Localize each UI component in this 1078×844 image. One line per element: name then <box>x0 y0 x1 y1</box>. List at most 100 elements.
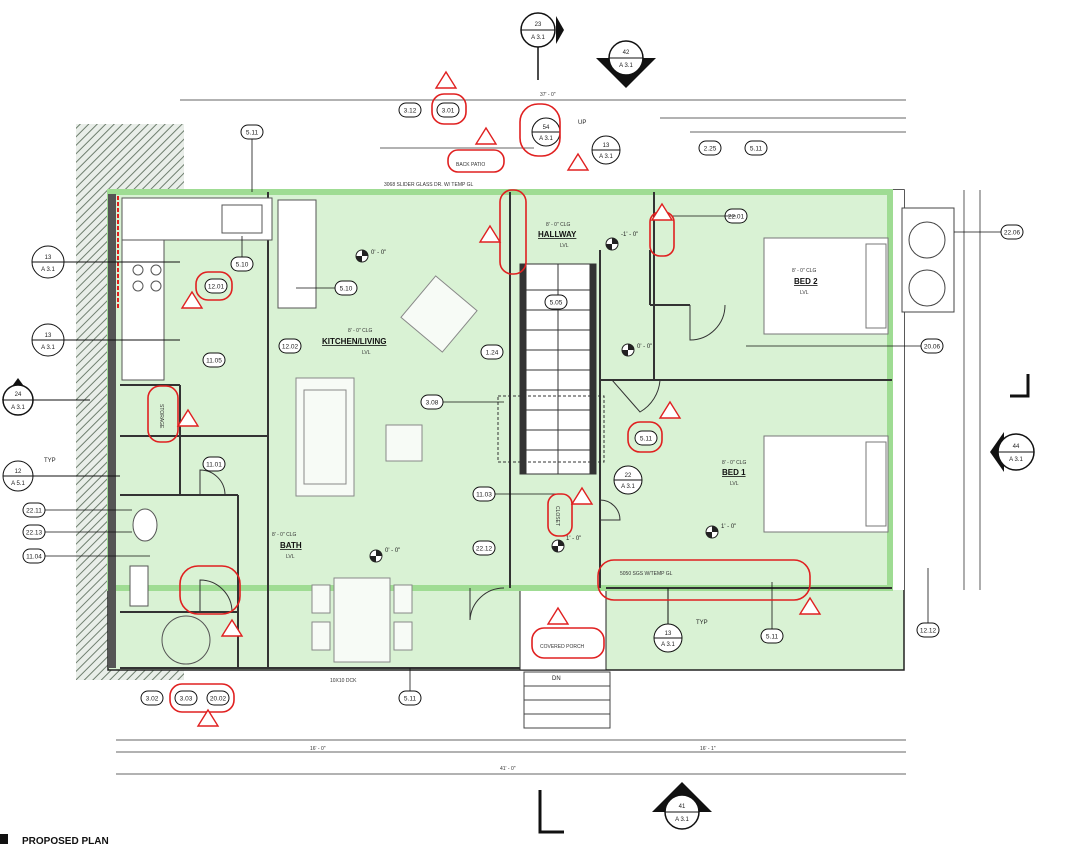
svg-text:3.08: 3.08 <box>426 400 439 407</box>
svg-text:5.11: 5.11 <box>766 634 779 641</box>
detail-bubble-54: 54 A 3.1 <box>531 117 561 147</box>
drawing-title: PROPOSED PLAN <box>0 834 109 844</box>
svg-text:5.10: 5.10 <box>236 262 249 269</box>
washer-dryer <box>901 207 955 313</box>
covered-porch-label: COVERED PORCH <box>540 644 585 650</box>
keynote-tag: 3.03 <box>174 690 198 706</box>
kitchen-counters <box>121 197 317 381</box>
svg-text:0' - 0": 0' - 0" <box>371 250 386 256</box>
spot-elevations: 0' - 0" -1' - 0" 0' - 0" 1' - 0" 1' - 0"… <box>355 232 736 563</box>
beds <box>763 237 889 533</box>
svg-text:2.25: 2.25 <box>704 146 717 153</box>
svg-text:22.11: 22.11 <box>26 508 42 515</box>
kitchen-label: KITCHEN/LIVING <box>322 337 386 346</box>
svg-text:1' - 0": 1' - 0" <box>566 536 581 542</box>
keynote-tag: 11.03 <box>472 486 496 502</box>
dn-label: DN <box>552 676 561 682</box>
interior-walls <box>120 192 892 669</box>
keynote-tag: 2.25 <box>698 140 722 156</box>
spot-elev-bed1: 1' - 0" <box>705 524 736 539</box>
bed1-sub: LVL <box>730 481 739 487</box>
svg-text:A 3.1: A 3.1 <box>599 154 613 160</box>
dim-left-run: 16' - 0" <box>310 746 326 752</box>
back-patio-label: BACK PATIO <box>456 162 485 168</box>
bed1-label: BED 1 <box>722 468 746 477</box>
exterior-wall-left <box>108 194 116 668</box>
svg-text:5.11: 5.11 <box>750 146 763 153</box>
hallway-sub: LVL <box>560 243 569 249</box>
hallway-ceiling: 8' - 0" CLG <box>546 222 571 228</box>
bed2-ceiling: 8' - 0" CLG <box>792 268 817 274</box>
keynote-tag: 22.06 <box>1000 224 1024 240</box>
section-marker-44: 44 A 3.1 <box>990 432 1035 472</box>
dim-bottom: 41' - 0" <box>500 766 516 772</box>
svg-text:13: 13 <box>603 143 610 149</box>
svg-text:54: 54 <box>543 125 550 131</box>
svg-text:12.01: 12.01 <box>208 284 225 291</box>
keynote-tag: 5.10 <box>334 280 358 296</box>
dimension-lines <box>116 99 981 775</box>
typ-label-2: TYP <box>696 620 708 626</box>
svg-text:3.12: 3.12 <box>404 108 417 115</box>
redline-clouds <box>147 93 811 713</box>
svg-text:22.12: 22.12 <box>476 546 493 553</box>
svg-text:0' - 0": 0' - 0" <box>385 548 400 554</box>
bed1-ceiling: 8' - 0" CLG <box>722 460 747 466</box>
section-marker-41: 41 A 3.1 <box>652 782 712 830</box>
svg-text:1' - 0": 1' - 0" <box>721 524 736 530</box>
keynote-tag: 5.05 <box>544 294 568 310</box>
svg-text:3.03: 3.03 <box>180 696 193 703</box>
bath-sub: LVL <box>286 554 295 560</box>
svg-text:23: 23 <box>535 22 542 28</box>
keynote-tag: 5.11 <box>744 140 768 156</box>
keynote-tag: 1.24 <box>480 344 504 360</box>
svg-text:22.06: 22.06 <box>1004 230 1021 237</box>
section-marker-23: 23 A 3.1 <box>520 12 564 48</box>
keynote-tag: 5.11 <box>634 430 658 446</box>
keynote-tag: 5.10 <box>230 256 254 272</box>
bed2-sub: LVL <box>800 290 809 296</box>
storage-label: STORAGE <box>158 404 164 429</box>
bath-ceiling: 8' - 0" CLG <box>272 532 297 538</box>
keynote-tag: 3.01 <box>436 102 460 118</box>
keynote-tags: 5.11 3.12 3.01 2.25 5.11 22.01 22.06 5.1… <box>22 102 1024 706</box>
svg-text:11.01: 11.01 <box>206 462 222 469</box>
revision-triangles <box>176 70 822 727</box>
keynote-tag: 20.02 <box>206 690 230 706</box>
living-furniture <box>295 275 478 663</box>
section-markers: 23 A 3.1 42 A 3.1 24 A 3.1 44 A 3.1 <box>2 12 1035 830</box>
svg-text:11.03: 11.03 <box>476 492 492 499</box>
svg-text:A 3.1: A 3.1 <box>41 345 55 351</box>
keynote-tag: 5.11 <box>398 690 422 706</box>
bed2-label: BED 2 <box>794 277 818 286</box>
svg-text:5.10: 5.10 <box>340 286 353 293</box>
deck-steps <box>523 671 611 729</box>
leader-lines <box>45 139 1001 691</box>
doors <box>199 304 726 621</box>
svg-text:1.24: 1.24 <box>486 350 499 357</box>
stair-dash-box <box>497 395 605 463</box>
keynote-tag: 11.01 <box>202 456 226 472</box>
spot-elev-dining: 0' - 0" <box>369 548 400 563</box>
window-note-label: 5050 SGS W/TEMP GL <box>620 571 673 577</box>
up-label: UP <box>578 120 586 126</box>
svg-text:A 3.1: A 3.1 <box>675 817 689 823</box>
keynote-tag: 22.11 <box>22 502 46 518</box>
keynote-tag: 12.01 <box>204 278 228 294</box>
svg-text:13: 13 <box>45 333 52 339</box>
svg-text:20.02: 20.02 <box>210 696 227 703</box>
keynote-tag: 5.11 <box>240 124 264 140</box>
svg-text:13: 13 <box>665 631 672 637</box>
svg-text:13: 13 <box>45 255 52 261</box>
svg-text:41: 41 <box>679 804 686 810</box>
keynote-tag: 22.12 <box>472 540 496 556</box>
deck-note-label: 10X10 DCK <box>330 678 357 684</box>
spot-elev-hallway: -1' - 0" <box>605 232 638 251</box>
svg-text:11.05: 11.05 <box>206 358 222 365</box>
svg-text:A 3.1: A 3.1 <box>621 484 635 490</box>
svg-text:5.11: 5.11 <box>246 130 259 137</box>
stairs <box>519 263 597 475</box>
room-labels: 8' - 0" CLG KITCHEN/LIVING LVL 8' - 0" C… <box>272 222 818 560</box>
svg-text:12.12: 12.12 <box>920 628 937 635</box>
sliding-door-label: 3068 SLIDER GLASS DR. W/ TEMP GL <box>384 182 474 188</box>
